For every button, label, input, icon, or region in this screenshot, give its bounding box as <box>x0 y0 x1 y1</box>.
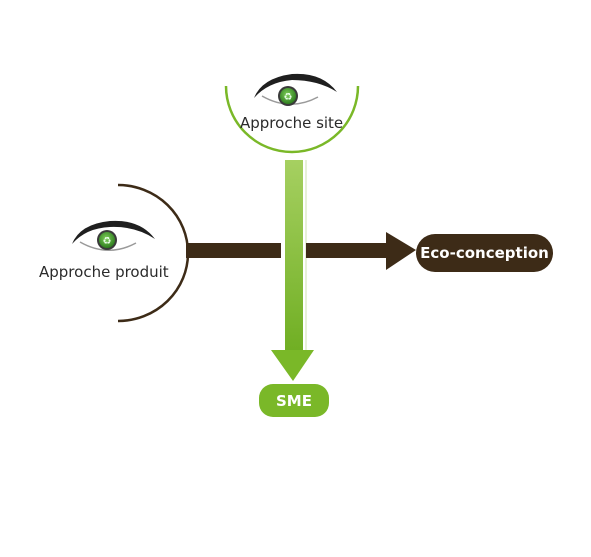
brown-arrow-head <box>386 232 416 270</box>
eco-conception-node: Eco-conception <box>416 234 553 272</box>
brown-arrow-left-segment <box>186 243 281 258</box>
approche-produit-label: Approche produit <box>39 263 169 281</box>
site-eye-icon: ♻ <box>254 73 337 106</box>
svg-text:♻: ♻ <box>284 92 293 103</box>
brown-arrow-right-segment <box>306 243 389 258</box>
produit-arc <box>117 183 190 323</box>
eco-conception-label: Eco-conception <box>420 244 549 262</box>
svg-text:♻: ♻ <box>103 236 112 247</box>
produit-eye-icon: ♻ <box>72 220 155 251</box>
sme-label: SME <box>276 391 312 410</box>
site-arc <box>224 85 360 154</box>
sme-node: SME <box>259 384 329 417</box>
approche-site-label: Approche site <box>240 114 344 132</box>
green-arrow-head <box>271 350 314 381</box>
green-arrow-shaft <box>285 160 303 355</box>
